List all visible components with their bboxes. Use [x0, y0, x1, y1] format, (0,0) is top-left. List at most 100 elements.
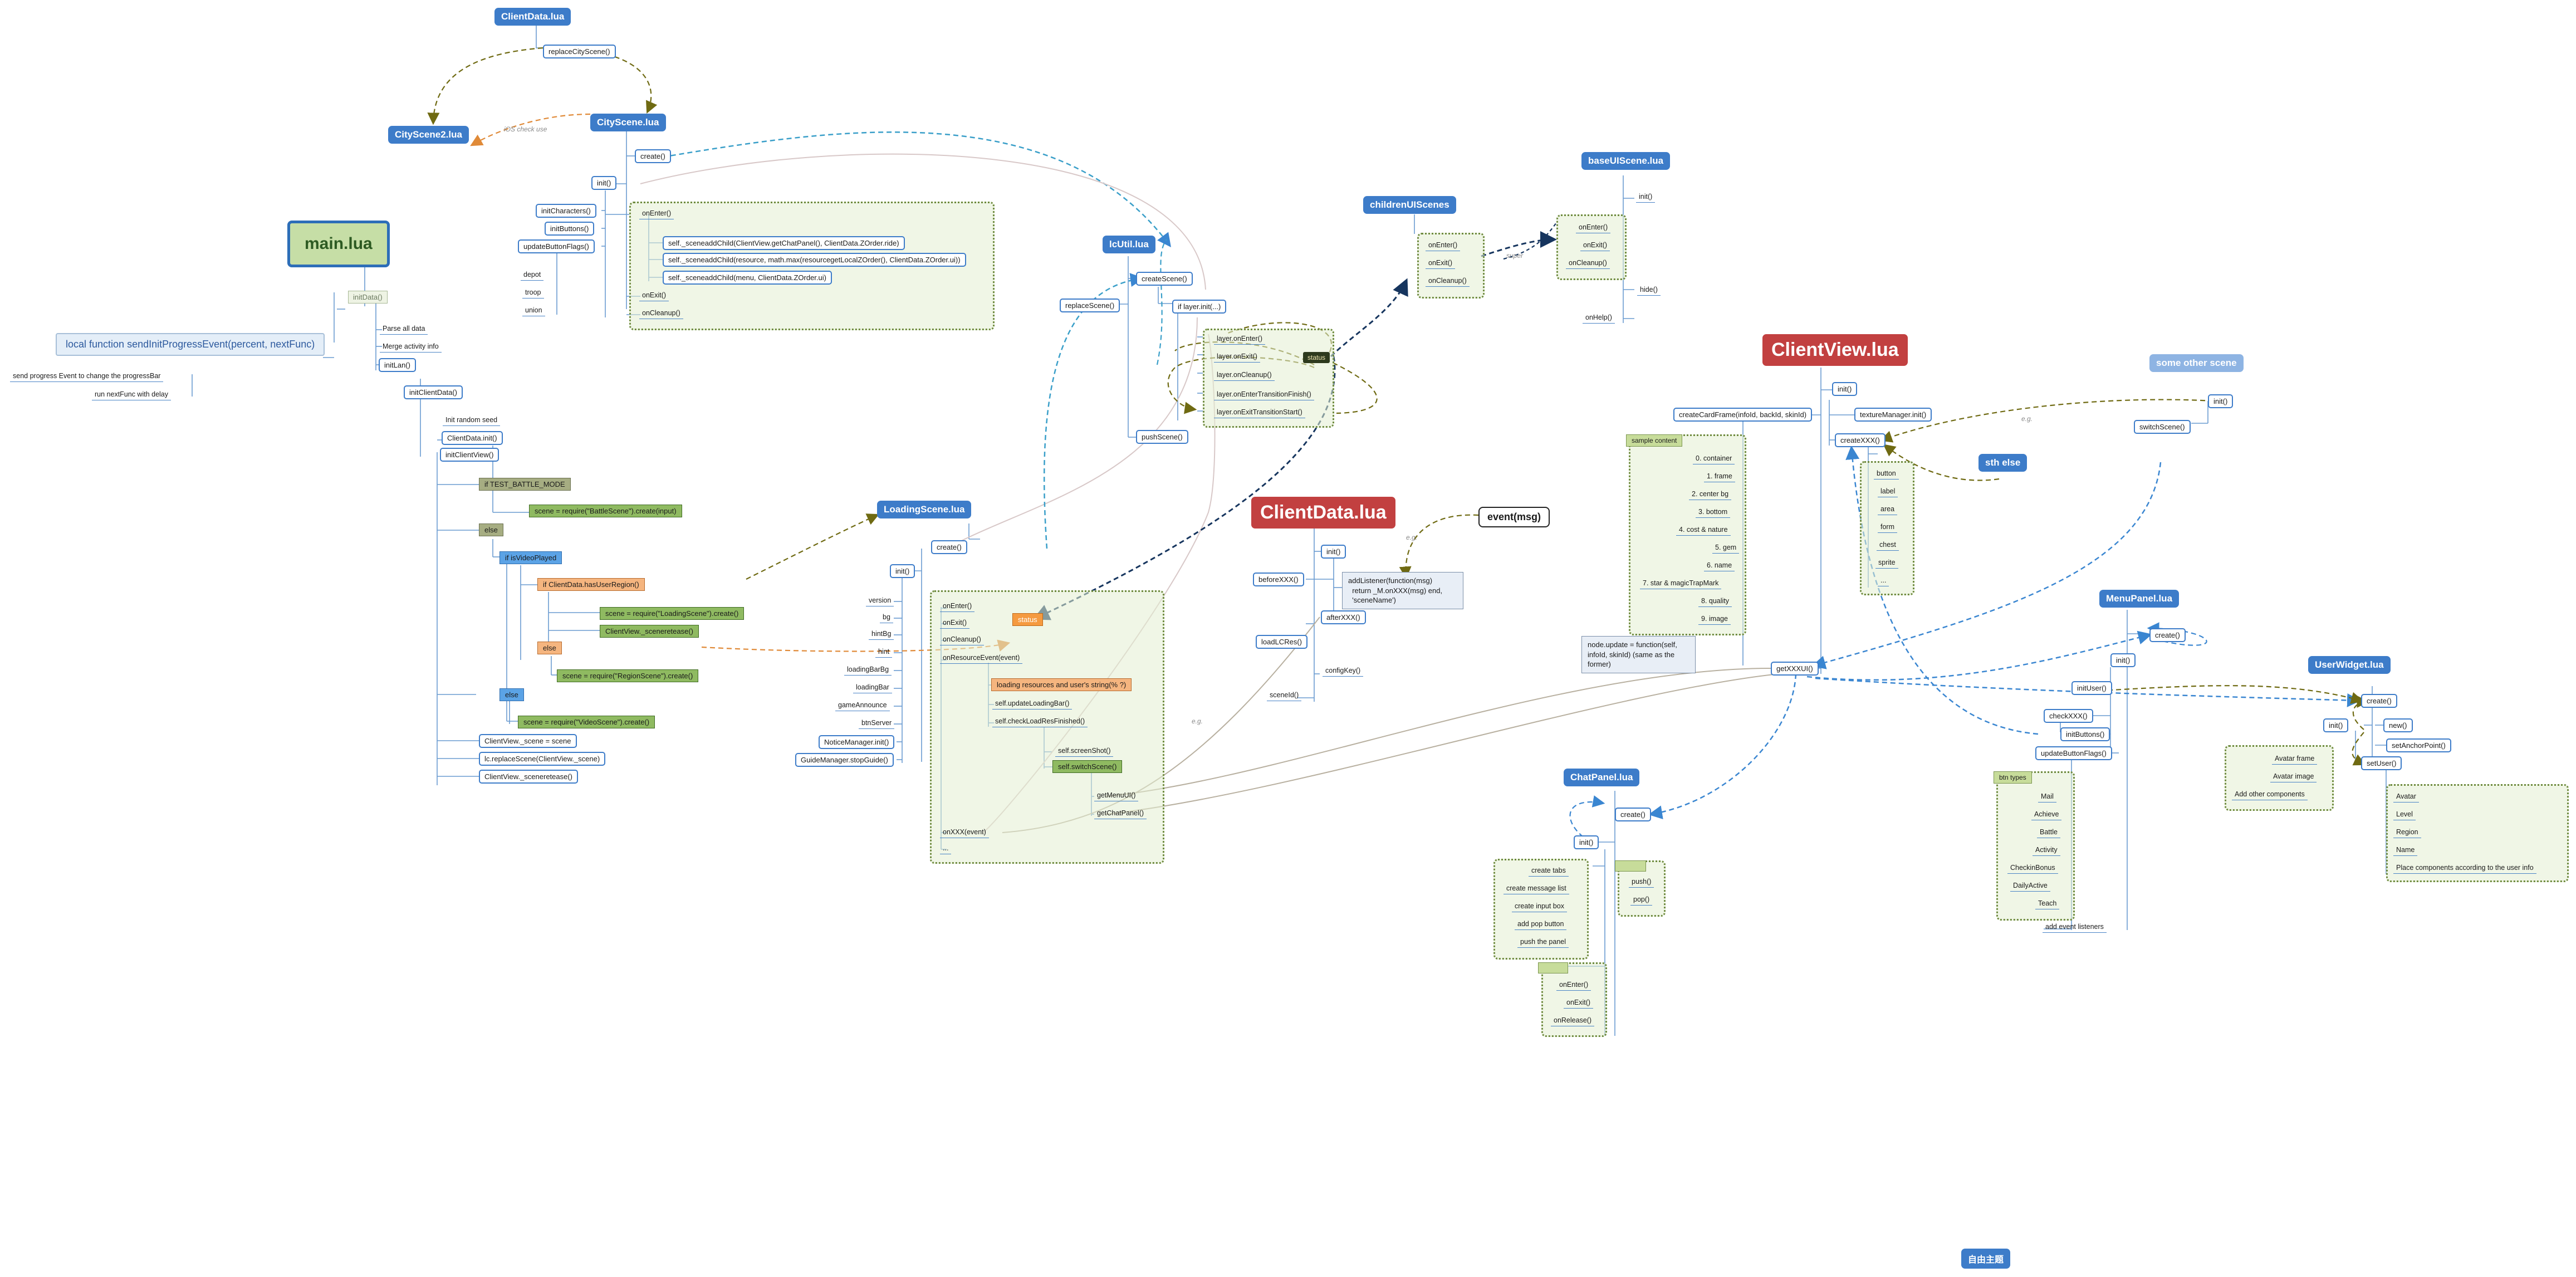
clientview-release-2[interactable]: ClientView._sceneretease(): [479, 770, 579, 784]
guide-manager-stop[interactable]: GuideManager.stopGuide(): [795, 753, 894, 767]
main-root-node[interactable]: main.lua: [287, 221, 390, 267]
chatpanel-header[interactable]: ChatPanel.lua: [1564, 769, 1640, 786]
cp-onrelease-node[interactable]: onRelease(): [1551, 1016, 1595, 1026]
cityscene-onexit-node[interactable]: onExit(): [639, 291, 669, 301]
mp-inituser-node[interactable]: initUser(): [2071, 681, 2112, 695]
loadingscene-header[interactable]: LoadingScene.lua: [877, 501, 972, 518]
cd-sceneid-node[interactable]: sceneId(): [1267, 691, 1302, 701]
uw-create-node[interactable]: create(): [2361, 694, 2397, 708]
children-onenter[interactable]: onEnter(): [1426, 241, 1461, 251]
send-progress-node[interactable]: local function sendInitProgressEvent(per…: [56, 333, 325, 356]
base-onenter[interactable]: onEnter(): [1576, 223, 1611, 233]
baseuiscene-header[interactable]: baseUIScene.lua: [1581, 152, 1671, 170]
other-init-node[interactable]: init(): [2208, 394, 2234, 408]
free-topic-button[interactable]: 自由主题: [1961, 1249, 2011, 1269]
if-layer-init-node[interactable]: if layer.init(...): [1172, 300, 1227, 314]
base-onexit[interactable]: onExit(): [1580, 241, 1610, 251]
cp-onenter-node[interactable]: onEnter(): [1556, 980, 1591, 991]
create-card-frame-node[interactable]: createCardFrame(infoId, backId, skinId): [1673, 408, 1813, 422]
cp-push-node[interactable]: push(): [1629, 877, 1654, 888]
children-oncleanup[interactable]: onCleanup(): [1426, 276, 1470, 287]
check-load-finished-node[interactable]: self.checkLoadResFinished(): [992, 717, 1088, 727]
clientdata-mid-header[interactable]: ClientData.lua: [1251, 497, 1395, 529]
cd-listener-node[interactable]: addListener(function(msg) return _M.onXX…: [1342, 572, 1463, 609]
cd-configkey-node[interactable]: configKey(): [1323, 666, 1364, 677]
init-buttons-node[interactable]: initButtons(): [545, 222, 595, 236]
add-child-menu[interactable]: self._sceneaddChild(menu, ClientData.ZOr…: [663, 271, 832, 285]
cityscene2-header[interactable]: CityScene2.lua: [388, 126, 469, 144]
on-resource-event-node[interactable]: onResourceEvent(event): [940, 653, 1023, 664]
base-onhelp[interactable]: onHelp(): [1583, 313, 1615, 324]
cityscene-oncleanup-node[interactable]: onCleanup(): [639, 309, 683, 319]
cp-init-node[interactable]: init(): [1574, 835, 1599, 849]
uw-new-node[interactable]: new(): [2383, 718, 2413, 732]
cd-after-node[interactable]: afterXXX(): [1321, 610, 1366, 624]
init-clientdata-node[interactable]: initClientData(): [404, 385, 463, 399]
get-menu-ui-node[interactable]: getMenuUI(): [1094, 791, 1139, 801]
replace-scene-call[interactable]: lc.replaceScene(ClientView._scene): [479, 752, 606, 766]
on-xxx-event-node[interactable]: onXXX(event): [940, 828, 989, 838]
lcutil-header[interactable]: lcUtil.lua: [1103, 236, 1155, 253]
create-scene-node[interactable]: createScene(): [1136, 272, 1193, 286]
mp-initbuttons-node[interactable]: initButtons(): [2060, 727, 2110, 741]
get-xxx-ui-node[interactable]: getXXXUI(): [1771, 662, 1819, 676]
userwidget-header[interactable]: UserWidget.lua: [2308, 656, 2391, 674]
cityscene-create-node[interactable]: create(): [635, 149, 671, 163]
mp-init-node[interactable]: init(): [2110, 653, 2136, 667]
layer-item-4[interactable]: layer.onExitTransitionStart(): [1214, 408, 1305, 418]
cd-init-node[interactable]: init(): [1321, 545, 1346, 559]
some-other-scene-header[interactable]: some other scene: [2149, 354, 2244, 372]
layer-item-1[interactable]: layer.onExit(): [1214, 352, 1260, 363]
replace-cityscene-node[interactable]: replaceCityScene(): [543, 45, 616, 58]
init-clientview-node[interactable]: initClientView(): [440, 448, 499, 462]
sth-else-header[interactable]: sth else: [1978, 454, 2028, 472]
cp-onexit-node[interactable]: onExit(): [1564, 998, 1594, 1009]
init-characters-node[interactable]: initCharacters(): [536, 204, 596, 218]
uw-init-node[interactable]: init(): [2323, 718, 2349, 732]
add-child-resource[interactable]: self._sceneaddChild(resource, math.max(r…: [663, 253, 966, 267]
create-xxx-node[interactable]: createXXX(): [1835, 433, 1886, 447]
update-button-flags-node[interactable]: updateButtonFlags(): [518, 239, 595, 253]
base-oncleanup[interactable]: onCleanup(): [1566, 258, 1610, 269]
base-init[interactable]: init(): [1636, 192, 1656, 203]
loadingscene-init-node[interactable]: init(): [890, 564, 915, 578]
node-update-node[interactable]: node.update = function(self, infoId, ski…: [1581, 636, 1696, 673]
cd-before-node[interactable]: beforeXXX(): [1253, 573, 1304, 586]
base-hide[interactable]: hide(): [1637, 285, 1661, 296]
add-child-chatpanel[interactable]: self._sceneaddChild(ClientView.getChatPa…: [663, 236, 905, 250]
cityscene-onenter-node[interactable]: onEnter(): [639, 209, 674, 219]
init-lan-node[interactable]: initLan(): [379, 358, 416, 372]
layer-item-0[interactable]: layer.onEnter(): [1214, 334, 1265, 345]
event-msg-node[interactable]: event(msg): [1478, 507, 1550, 527]
clientdata-init-node[interactable]: ClientData.init(): [442, 431, 503, 445]
update-loading-bar-node[interactable]: self.updateLoadingBar(): [992, 699, 1072, 710]
push-scene-node[interactable]: pushScene(): [1136, 430, 1188, 444]
mp-create-node[interactable]: create(): [2149, 628, 2186, 642]
cp-create-node[interactable]: create(): [1615, 808, 1651, 821]
children-onexit[interactable]: onExit(): [1426, 258, 1456, 269]
cityscene-init-node[interactable]: init(): [591, 176, 617, 190]
cityscene-header[interactable]: CityScene.lua: [590, 114, 666, 131]
clientview-header[interactable]: ClientView.lua: [1762, 334, 1908, 366]
uw-anchor-node[interactable]: setAnchorPoint(): [2386, 738, 2451, 752]
ls-oncleanup-node[interactable]: onCleanup(): [940, 635, 984, 645]
replace-scene-node[interactable]: replaceScene(): [1060, 299, 1120, 312]
childrenuiscenes-header[interactable]: childrenUIScenes: [1363, 196, 1456, 214]
ls-onenter-node[interactable]: onEnter(): [940, 601, 975, 612]
mp-checkxxx-node[interactable]: checkXXX(): [2044, 709, 2093, 723]
ls-onexit-node[interactable]: onExit(): [940, 618, 970, 629]
menupanel-header[interactable]: MenuPanel.lua: [2099, 590, 2180, 608]
cd-loadres-node[interactable]: loadLCRes(): [1256, 635, 1307, 649]
uw-setuser-node[interactable]: setUser(): [2361, 756, 2402, 770]
layer-item-2[interactable]: layer.onCleanup(): [1214, 370, 1275, 381]
cp-pop-node[interactable]: pop(): [1630, 895, 1653, 906]
notice-manager-init[interactable]: NoticeManager.init(): [819, 735, 895, 749]
screenshot-node[interactable]: self.screenShot(): [1055, 746, 1114, 757]
clientview-scene-assign[interactable]: ClientView._scene = scene: [479, 734, 577, 748]
layer-item-3[interactable]: layer.onEnterTransitionFinish(): [1214, 390, 1314, 400]
clientdata-top-header[interactable]: ClientData.lua: [494, 8, 571, 26]
loadingscene-create-node[interactable]: create(): [931, 540, 967, 554]
texture-manager-init[interactable]: textureManager.init(): [1854, 408, 1932, 422]
other-switch-scene[interactable]: switchScene(): [2134, 420, 2191, 434]
get-chat-panel-node[interactable]: getChatPanel(): [1094, 809, 1147, 819]
